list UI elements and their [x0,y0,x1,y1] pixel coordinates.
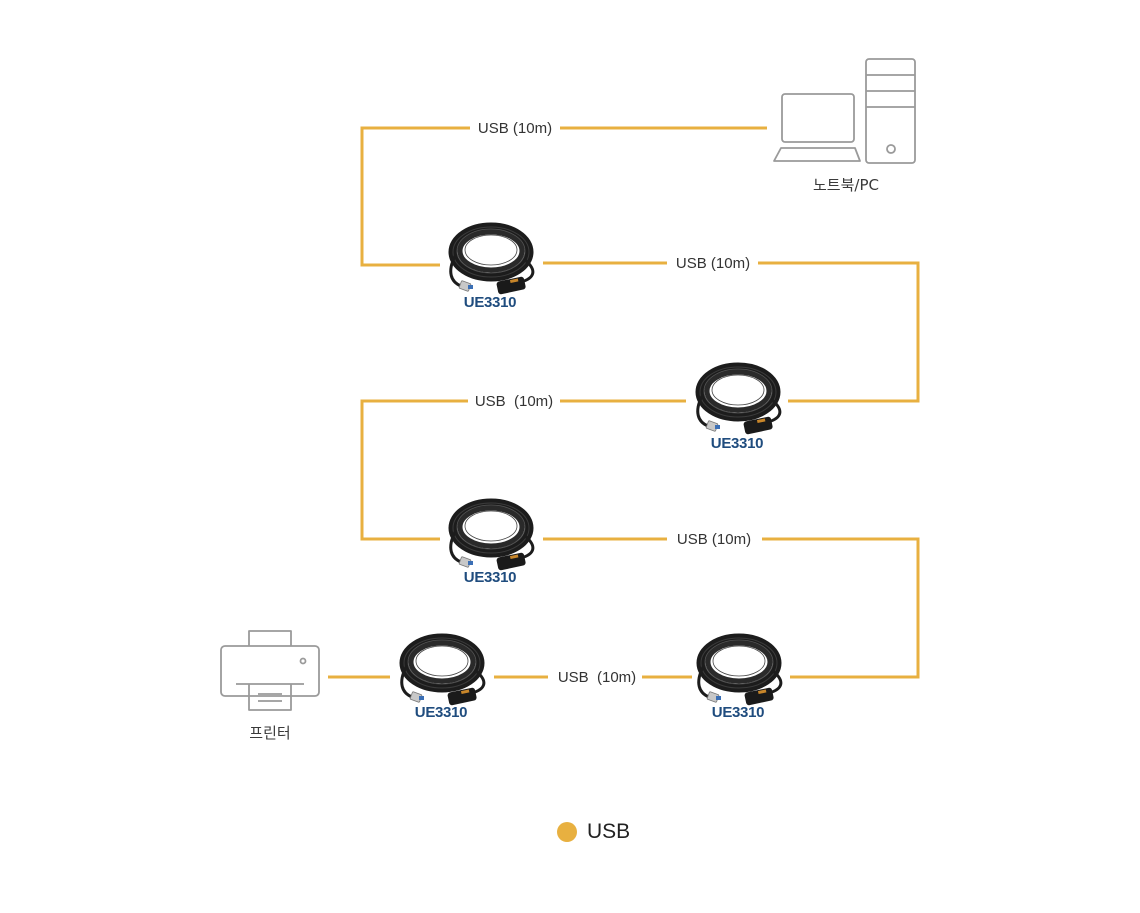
extender-5: UE3310 [699,638,781,721]
usb-extender-cable-icon [451,227,533,295]
extender-model-label: UE3310 [711,435,763,452]
usb-line-1b [360,126,470,267]
usb-extender-cable-icon [699,638,781,706]
cable-label-2: USB (10m) [676,255,750,272]
cable-label-4: USB (10m) [677,531,751,548]
cable-label-3: USB (10m) [475,393,553,410]
usb-line-2b [758,261,920,403]
extender-model-label: UE3310 [712,704,764,721]
extender-model-label: UE3310 [415,704,467,721]
legend-label: USB [587,820,631,843]
usb-line-4b [762,537,920,679]
extender-2: UE3310 [698,367,780,452]
usb-extender-cable-icon [451,503,533,571]
cable-label-5: USB (10m) [558,669,636,686]
cable-label-1: USB (10m) [478,120,552,137]
usb-legend-dot-icon [557,822,577,842]
printer-icon [220,630,320,711]
computer-label: 노트북/PC [813,176,879,194]
usb-lines [328,126,920,679]
extender-3: UE3310 [451,503,533,586]
extender-model-label: UE3310 [464,294,516,311]
printer-label: 프린터 [249,724,290,742]
extender-4: UE3310 [402,638,484,721]
usb-extender-cable-icon [698,367,780,435]
extender-model-label: UE3310 [464,569,516,586]
legend: USB [557,820,630,844]
usb-extender-cable-icon [402,638,484,706]
usb-line-3b [360,399,468,541]
laptop-and-desktop-tower-icon [773,58,916,164]
extender-1: UE3310 [451,227,533,311]
